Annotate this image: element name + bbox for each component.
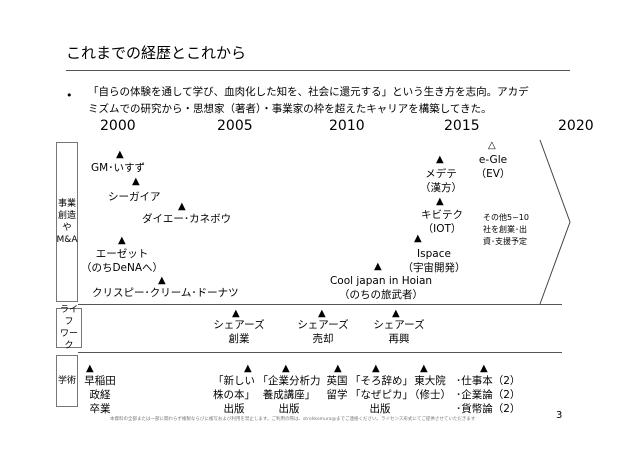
triangle-marker-icon: ▲ <box>158 275 166 286</box>
event-todai-masters: 東大院 （修士） <box>409 375 451 401</box>
event-cigaia: シーガイア <box>108 191 161 203</box>
year-2015: 2015 <box>444 118 480 134</box>
footer-disclaimer: 本資料の全部または一部に関わらず複製ならびに複写および利用を禁止します。ご利用の… <box>110 417 476 422</box>
triangle-marker-icon: ▲ <box>372 363 380 374</box>
event-cool-japan: Cool japan in Hoian （のちの旅武者） <box>329 275 433 301</box>
bullet-text: 「自らの体験を通して学び、血肉化した知を、社会に還元する」という生き方を志向。ア… <box>88 84 568 118</box>
open-triangle-marker-icon: △ <box>488 140 496 151</box>
triangle-marker-icon: ▲ <box>132 176 140 187</box>
year-2005: 2005 <box>217 118 253 134</box>
row-separator-1 <box>78 304 562 305</box>
year-2020: 2020 <box>558 118 594 134</box>
event-uk-study: 英国 留学 <box>326 375 348 401</box>
event-daiei-kanebo: ダイエー･カネボウ <box>142 213 232 225</box>
triangle-marker-icon: ▲ <box>374 261 382 272</box>
triangle-marker-icon: ▲ <box>178 201 186 212</box>
event-krispy-kreme: クリスピー･クリーム･ドーナツ <box>92 287 239 299</box>
event-ezet: エーゼット （のちDeNAへ） <box>80 248 164 274</box>
event-kibiteku: キビテク （IOT） <box>421 209 463 235</box>
row-label-lifework: ライフ ワーク <box>56 305 82 351</box>
title-divider <box>66 70 570 71</box>
future-arrow-icon <box>539 139 571 305</box>
row-label-business: 事業 創造 や M&A <box>56 142 78 302</box>
event-book-soro-naze: 「そろ辞め」 「なぜピカ」 出版 <box>350 375 413 415</box>
triangle-marker-icon: ▲ <box>282 363 290 374</box>
event-waseda-graduation: 早稲田 政経 卒業 <box>84 375 116 415</box>
triangle-marker-icon: ▲ <box>420 363 428 374</box>
event-medete: メデテ （漢方） <box>420 168 462 194</box>
triangle-marker-icon: ▲ <box>116 149 124 160</box>
event-others-plan: その他5~10 社を創業･出 資･支援予定 <box>483 213 529 246</box>
event-ispace: Ispace （宇宙開発） <box>402 248 466 274</box>
page-title: これまでの経歴とこれから <box>66 44 247 62</box>
event-book-kigyo-bunseki: 「企業分析力 養成講座」 出版 <box>257 375 321 415</box>
triangle-marker-icon: ▲ <box>318 308 326 319</box>
triangle-marker-icon: ▲ <box>86 363 94 374</box>
event-book-kabu: 「新しい 株の本」 出版 <box>213 375 255 415</box>
event-shares-sold: シェアーズ 売却 <box>297 319 349 345</box>
event-shares-founded: シェアーズ 創業 <box>213 319 265 345</box>
bullet-line-1: 「自らの体験を通して学び、血肉化した知を、社会に還元する」という生き方を志向。ア… <box>88 86 529 98</box>
triangle-marker-icon: ▲ <box>436 196 444 207</box>
row-separator-2 <box>78 352 562 353</box>
year-2010: 2010 <box>329 118 365 134</box>
triangle-marker-icon: ▲ <box>436 154 444 165</box>
triangle-marker-icon: ▲ <box>118 235 126 246</box>
bullet-line-2: ミズムでの研究から・思想家（著者）・事業家の枠を超えたキャリアを構築してきた。 <box>88 103 492 115</box>
page-number: 3 <box>556 410 563 421</box>
event-e-gle: e-Gle （EV） <box>475 154 511 180</box>
triangle-marker-icon: ▲ <box>232 308 240 319</box>
event-shares-revived: シェアーズ 再興 <box>373 319 425 345</box>
event-gm-isuzu: GM･いすず <box>91 162 145 174</box>
triangle-marker-icon: ▲ <box>244 363 252 374</box>
triangle-marker-icon: ▲ <box>334 363 342 374</box>
event-future-books: ･仕事本（2） ･企業論（2） ･貨幣論（2） <box>456 375 521 415</box>
bullet-marker: • <box>66 89 73 102</box>
row-label-academic: 学術 <box>56 355 78 407</box>
triangle-marker-icon: ▲ <box>392 308 400 319</box>
triangle-marker-icon: ▲ <box>480 363 488 374</box>
year-2000: 2000 <box>100 118 136 134</box>
triangle-marker-icon: ▲ <box>414 233 422 244</box>
